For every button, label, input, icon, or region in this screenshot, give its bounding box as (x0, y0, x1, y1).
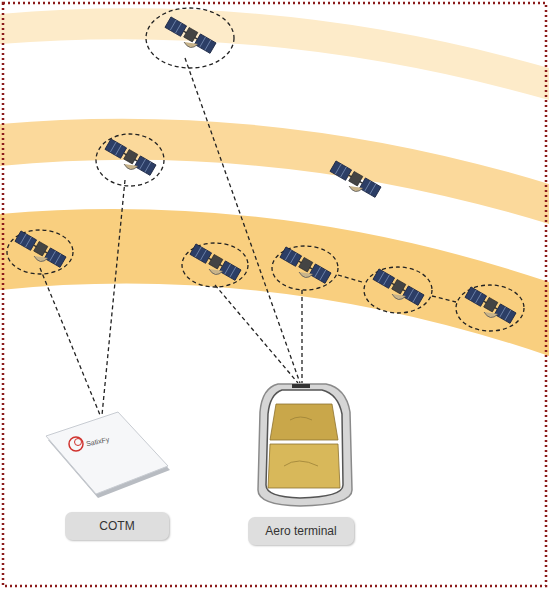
terminal-label: Aero terminal (265, 524, 336, 538)
label-box: COTM (65, 512, 169, 540)
aero-terminal (258, 384, 352, 506)
label-box: Aero terminal (248, 517, 354, 545)
cotm-device (46, 412, 170, 498)
terminal-label: COTM (99, 519, 134, 533)
logo-text: SatixFy (86, 436, 110, 448)
